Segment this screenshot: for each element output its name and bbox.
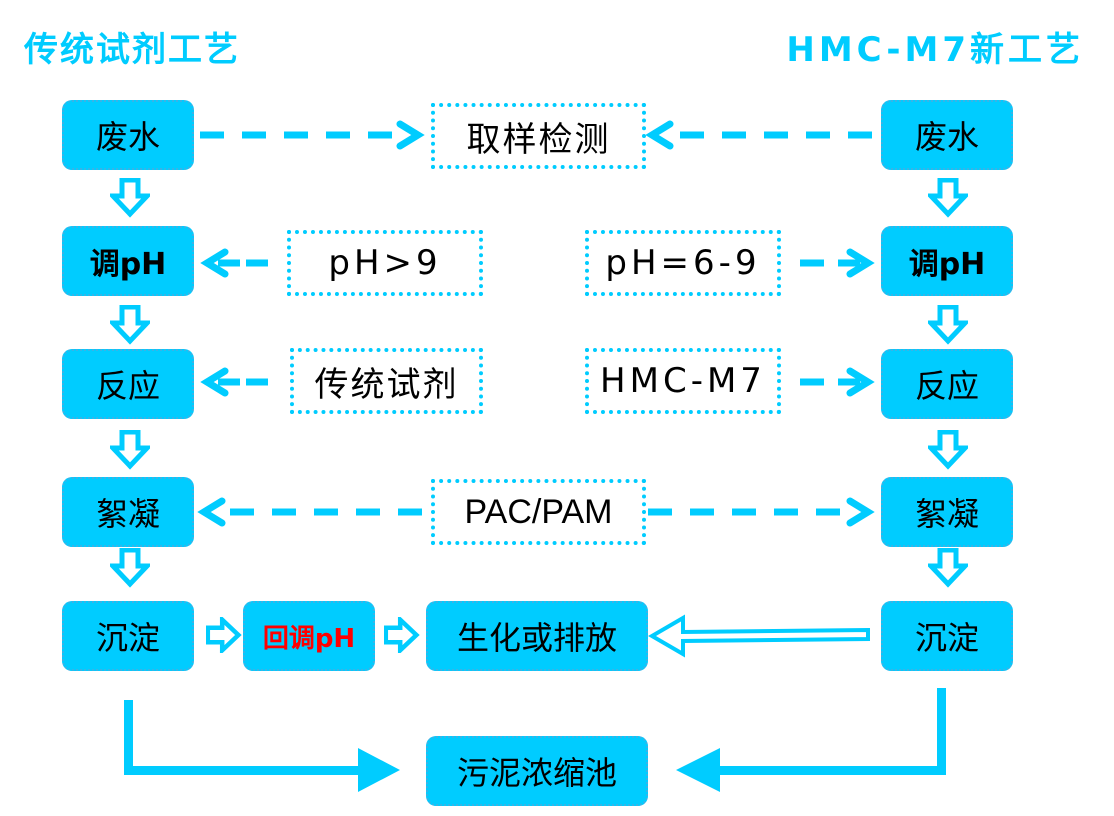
arrowhead-right-icon (396, 120, 425, 150)
readjust-ph-node: 回调pH (243, 601, 375, 671)
right-adjust-ph-node: 调pH (881, 226, 1013, 296)
down-arrow-icon (113, 432, 147, 466)
right-wastewater-node: 废水 (881, 100, 1013, 170)
arrowhead-left-icon (200, 248, 229, 278)
pac-pam-box: PAC/PAM (431, 479, 646, 545)
left-sludge-line (124, 700, 133, 774)
right-sedimentation-node: 沉淀 (881, 601, 1013, 671)
sludge-thickener-node: 污泥浓缩池 (426, 736, 648, 806)
arrowhead-right-icon (846, 497, 875, 527)
traditional-reagent-box: 传统试剂 (290, 348, 483, 414)
right-arrow-icon (208, 620, 239, 651)
left-sedimentation-node: 沉淀 (62, 601, 194, 671)
down-arrow-icon (931, 550, 965, 584)
long-left-arrow-icon (648, 614, 870, 658)
down-arrow-icon (113, 180, 147, 214)
left-flocculation-node: 絮凝 (62, 477, 194, 547)
left-wastewater-node: 废水 (62, 100, 194, 170)
bio-or-discharge-node: 生化或排放 (426, 601, 648, 671)
left-ph-condition-box: pH>9 (287, 230, 483, 296)
arrowhead-right-icon (846, 367, 875, 397)
hmc-m7-reagent-box: HMC-M7 (585, 348, 781, 414)
arrowhead-right-icon (358, 748, 400, 792)
right-reaction-node: 反应 (881, 349, 1013, 419)
right-flocculation-node: 絮凝 (881, 477, 1013, 547)
right-arrow-icon (386, 620, 417, 651)
right-sludge-line (937, 688, 946, 774)
right-ph-condition-box: pH=6-9 (585, 230, 781, 296)
traditional-process-title: 传统试剂工艺 (24, 30, 240, 70)
down-arrow-icon (113, 550, 147, 584)
arrowhead-left-icon (645, 120, 674, 150)
arrowhead-left-icon (676, 748, 720, 792)
down-arrow-icon (931, 180, 965, 214)
sampling-test-box: 取样检测 (431, 103, 646, 169)
left-adjust-ph-node: 调pH (62, 226, 194, 296)
hmc-m7-process-title: HMC-M7新工艺 (786, 30, 1084, 70)
arrowhead-left-icon (197, 497, 226, 527)
down-arrow-icon (931, 307, 965, 341)
left-reaction-node: 反应 (62, 349, 194, 419)
down-arrow-icon (113, 307, 147, 341)
arrowhead-right-icon (846, 248, 875, 278)
arrowhead-left-icon (200, 367, 229, 397)
down-arrow-icon (931, 432, 965, 466)
